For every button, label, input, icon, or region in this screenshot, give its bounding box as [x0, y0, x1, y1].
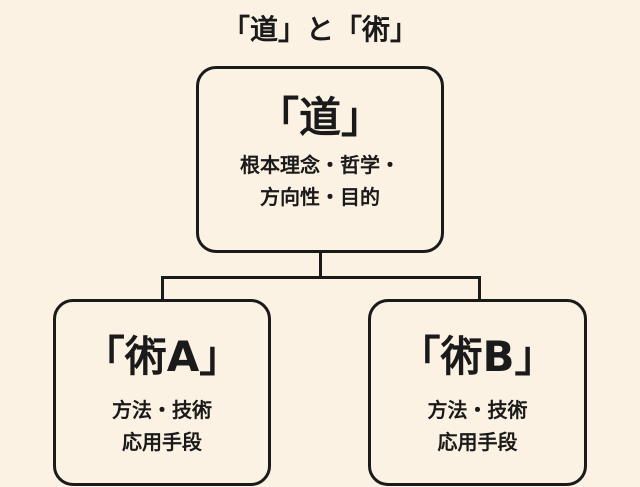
- child-node-jutsu-b: 「術B」 方法・技術 応用手段: [368, 299, 587, 486]
- node-description-line: 方法・技術: [427, 398, 528, 422]
- connector-horizontal: [161, 276, 481, 279]
- connector-root-stem: [319, 252, 322, 279]
- node-description-line: 根本理念・哲学・: [240, 153, 400, 177]
- child-node-jutsu-a: 「術A」 方法・技術 応用手段: [53, 299, 271, 486]
- node-heading: 「道」: [256, 93, 383, 142]
- node-heading: 「術B」: [398, 332, 557, 381]
- connector-left-stem: [161, 276, 164, 300]
- node-description-line: 方向性・目的: [260, 185, 380, 209]
- node-heading: 「術A」: [82, 332, 242, 381]
- diagram-title: 「道」と「術」: [221, 13, 418, 46]
- connector-right-stem: [478, 276, 481, 300]
- node-description-line: 応用手段: [437, 430, 518, 454]
- node-description-line: 方法・技術: [112, 398, 212, 422]
- node-description-line: 応用手段: [122, 430, 202, 454]
- root-node-michi: 「道」 根本理念・哲学・ 方向性・目的: [196, 66, 444, 253]
